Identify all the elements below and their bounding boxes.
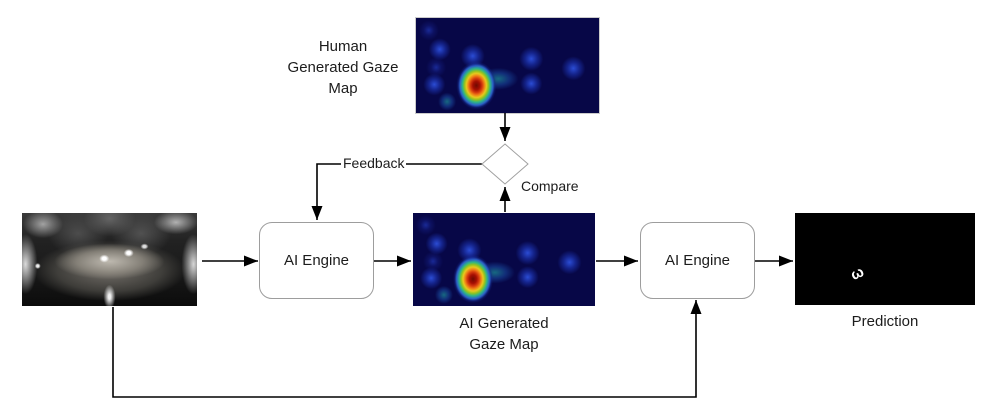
- prediction-blob-icon: ω: [847, 263, 867, 285]
- human-gaze-heatmap-image: [415, 17, 600, 114]
- ai-engine-1-node: AI Engine: [259, 222, 374, 299]
- ai-engine-2-node: AI Engine: [640, 222, 755, 299]
- compare-label: Compare: [521, 178, 579, 194]
- prediction-label: Prediction: [851, 313, 919, 330]
- ai-engine-2-label: AI Engine: [664, 252, 731, 269]
- xray-input-image: [22, 213, 197, 306]
- arrow-feedback-to-engine1: [311, 163, 482, 220]
- arrow-xray-to-engine2-loop: [112, 300, 702, 398]
- feedback-label: Feedback: [341, 155, 407, 171]
- prediction-image: ω: [795, 213, 975, 305]
- ai-engine-1-label: AI Engine: [283, 252, 350, 269]
- ai-gaze-map-label: AI Generated Gaze Map: [459, 315, 549, 353]
- human-gaze-map-label: Human Generated Gaze Map: [287, 38, 399, 97]
- ai-gaze-heatmap-image: [413, 213, 595, 306]
